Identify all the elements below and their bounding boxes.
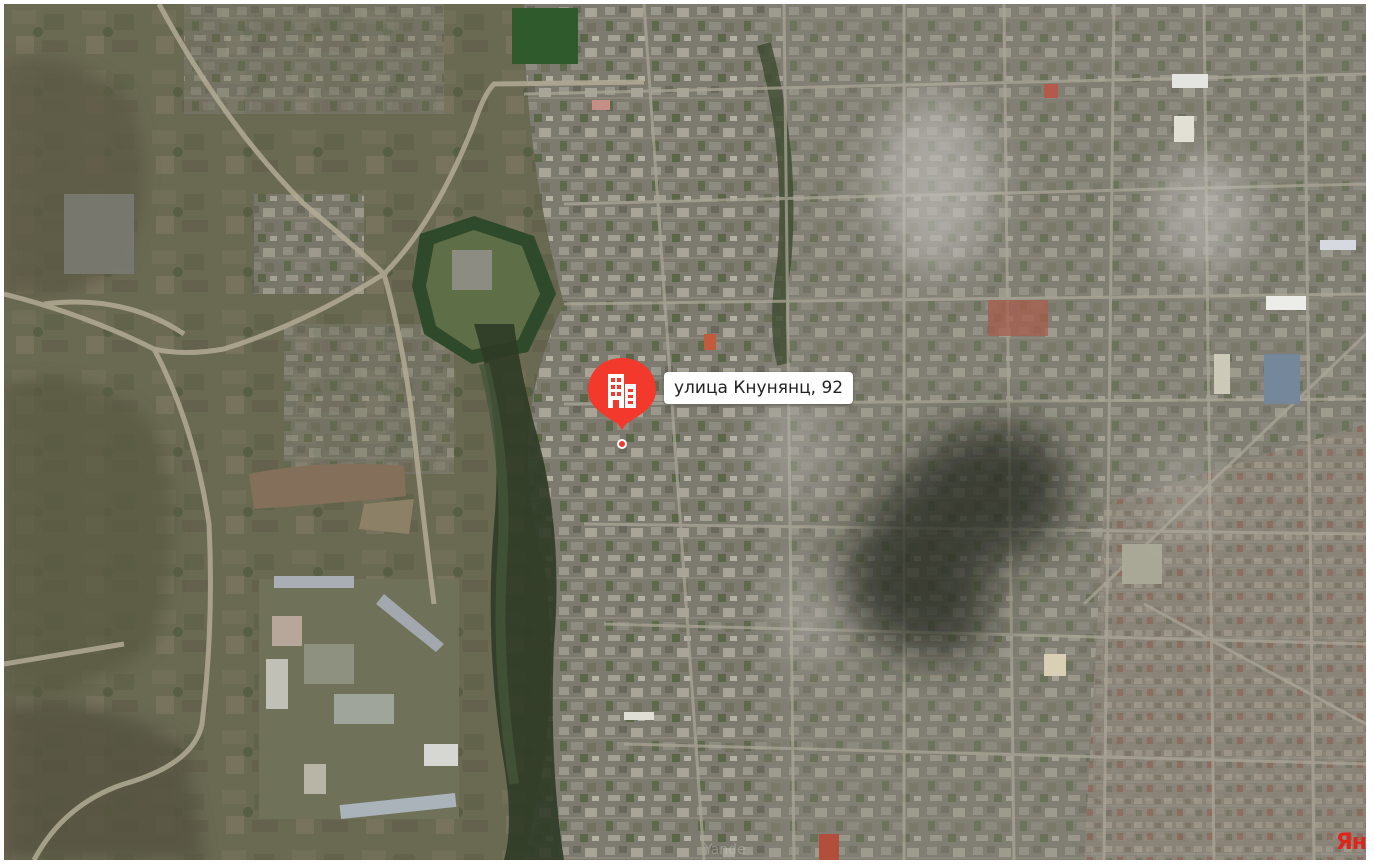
map-marker[interactable] — [582, 352, 662, 452]
building-icon — [588, 358, 656, 430]
map-view[interactable]: Yande улица Кнунянц, 92 — [4, 4, 1366, 860]
satellite-imagery[interactable]: Yande — [4, 4, 1366, 860]
marker-point — [617, 439, 627, 449]
logo-text: Ян — [1335, 830, 1366, 855]
svg-text:Yande: Yande — [703, 842, 746, 858]
yandex-logo: Ян — [1333, 828, 1366, 858]
address-label[interactable]: улица Кнунянц, 92 — [664, 372, 854, 404]
